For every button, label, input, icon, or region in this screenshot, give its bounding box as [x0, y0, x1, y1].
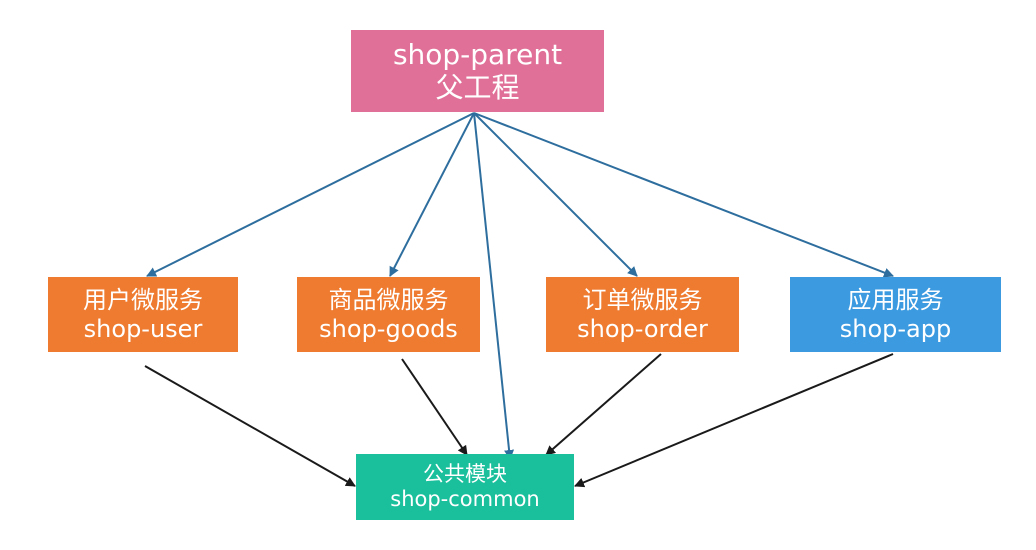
edge-user-to-common [144, 365, 356, 487]
edge-app-to-common [574, 353, 894, 488]
node-shop-app-line1: 应用服务 [847, 286, 944, 315]
edge-parent-to-goods [389, 112, 475, 277]
node-shop-user: 用户微服务 shop-user [48, 277, 238, 352]
node-shop-order-line1: 订单微服务 [582, 286, 703, 315]
edge-goods-to-common [401, 358, 468, 456]
edge-order-to-common [545, 353, 662, 456]
node-shop-parent-line1: shop-parent [392, 37, 563, 71]
edge-parent-to-user [146, 112, 475, 277]
node-shop-common: 公共模块 shop-common [356, 454, 574, 520]
node-shop-goods-line1: 商品微服务 [328, 286, 449, 315]
edge-parent-to-order [473, 112, 638, 277]
node-shop-parent-line2: 父工程 [435, 71, 520, 104]
node-shop-user-line1: 用户微服务 [83, 286, 203, 315]
node-shop-goods-line2: shop-goods [319, 314, 458, 343]
edge-parent-to-app [473, 112, 894, 278]
node-shop-app-line2: shop-app [839, 314, 952, 343]
node-shop-common-line1: 公共模块 [423, 462, 507, 487]
node-shop-app: 应用服务 shop-app [790, 277, 1001, 352]
node-shop-common-line2: shop-common [390, 487, 540, 511]
node-shop-order-line2: shop-order [577, 314, 708, 343]
edge-parent-to-common [473, 112, 515, 460]
node-shop-user-line2: shop-user [83, 314, 203, 343]
node-shop-goods: 商品微服务 shop-goods [297, 277, 480, 352]
node-shop-order: 订单微服务 shop-order [546, 277, 739, 352]
node-shop-parent: shop-parent 父工程 [351, 30, 604, 112]
